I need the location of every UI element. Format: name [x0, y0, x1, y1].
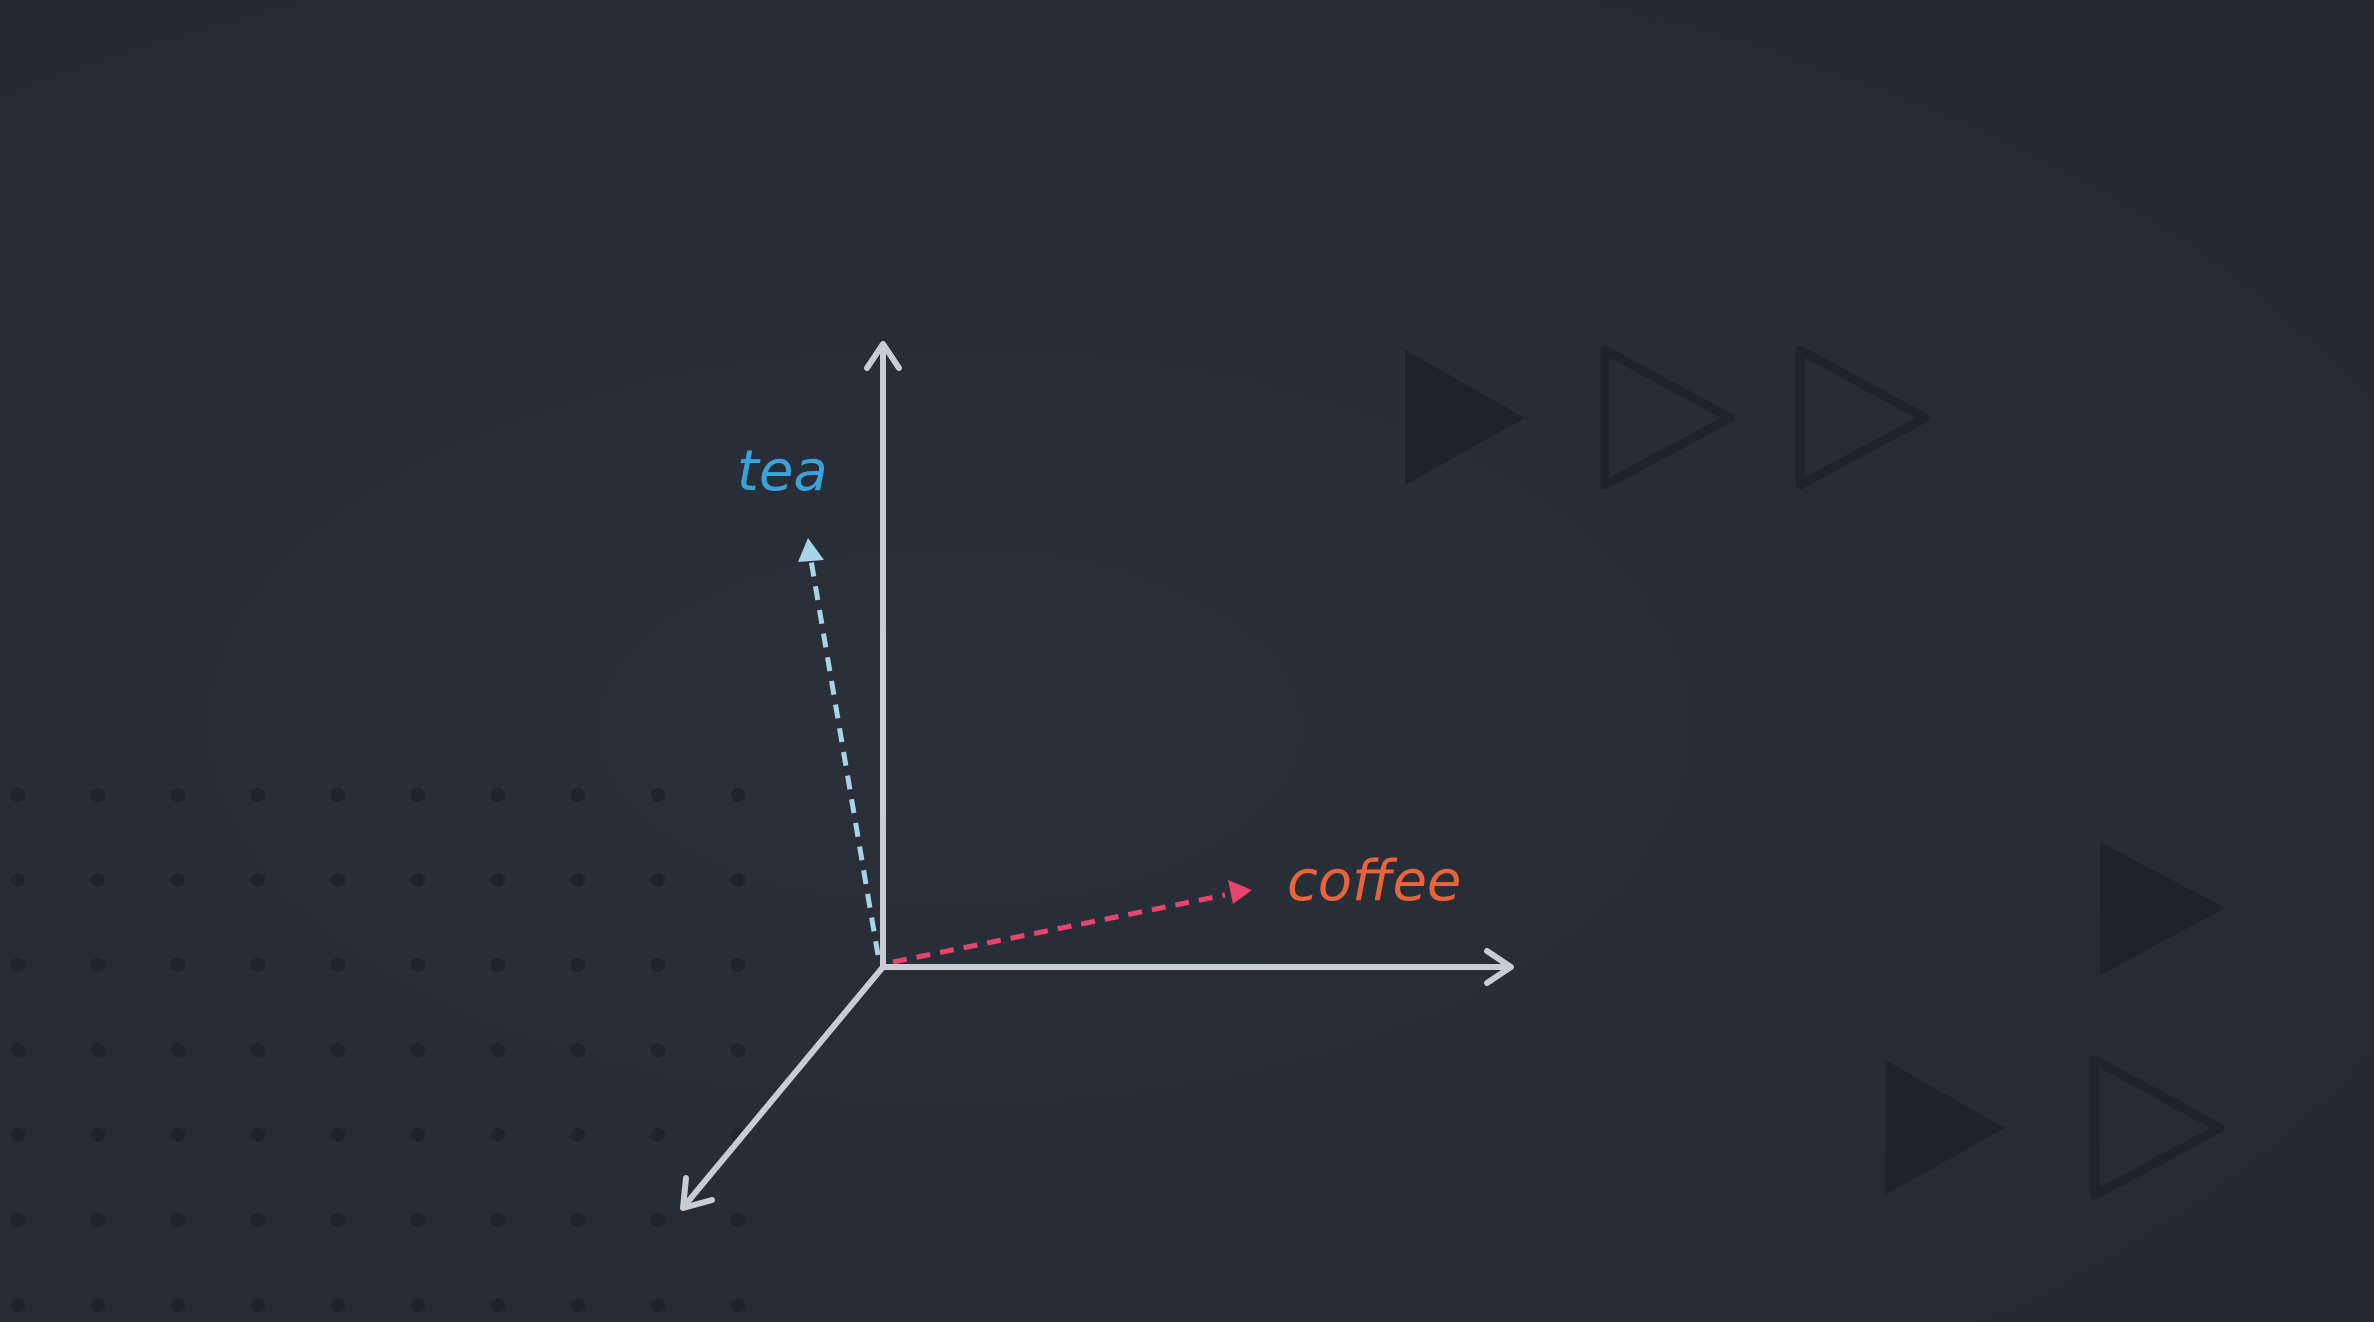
coffee-vector	[892, 880, 1252, 965]
grid-dot	[411, 1043, 425, 1057]
grid-dot	[251, 788, 265, 802]
grid-dot	[731, 1298, 745, 1312]
grid-dot	[651, 1128, 665, 1142]
grid-dot	[571, 873, 585, 887]
grid-dot	[651, 1213, 665, 1227]
axis-up	[864, 341, 902, 970]
grid-dot	[331, 1043, 345, 1057]
grid-dot	[171, 1128, 185, 1142]
grid-dot	[491, 1298, 505, 1312]
grid-dot	[91, 1043, 105, 1057]
grid-dot	[731, 1213, 745, 1227]
grid-dot	[11, 1213, 25, 1227]
play-outline-icon	[1600, 345, 1735, 490]
grid-dot	[171, 873, 185, 887]
grid-dot	[91, 1128, 105, 1142]
grid-dot	[331, 1213, 345, 1227]
grid-dot	[411, 1298, 425, 1312]
grid-dot	[491, 788, 505, 802]
grid-dot	[731, 788, 745, 802]
grid-dot	[331, 1298, 345, 1312]
grid-dot	[651, 873, 665, 887]
grid-dot	[491, 1213, 505, 1227]
tea-label: tea	[737, 439, 828, 504]
grid-dot	[491, 1043, 505, 1057]
grid-dot	[11, 958, 25, 972]
grid-dot	[731, 958, 745, 972]
grid-dot	[651, 958, 665, 972]
grid-dot	[251, 1128, 265, 1142]
grid-dot	[331, 873, 345, 887]
tea-vector	[798, 538, 881, 956]
grid-dot	[411, 1128, 425, 1142]
grid-dot	[651, 1043, 665, 1057]
grid-dot	[11, 1043, 25, 1057]
grid-dot	[731, 873, 745, 887]
grid-dot	[251, 1298, 265, 1312]
grid-dot	[491, 873, 505, 887]
grid-dot	[11, 873, 25, 887]
grid-dot	[491, 958, 505, 972]
grid-dot	[411, 1213, 425, 1227]
grid-dot	[331, 788, 345, 802]
grid-dot	[171, 1298, 185, 1312]
grid-dot	[571, 1213, 585, 1227]
grid-dot	[571, 1298, 585, 1312]
grid-dot	[91, 958, 105, 972]
grid-dot	[651, 788, 665, 802]
grid-dot	[651, 1298, 665, 1312]
grid-dot	[91, 788, 105, 802]
grid-dot	[331, 1128, 345, 1142]
play-outline-icon	[2090, 1055, 2225, 1200]
play-outline-icon	[1795, 345, 1930, 490]
play-filled-icon	[2100, 842, 2225, 975]
axis-right	[880, 948, 1514, 986]
grid-dot	[411, 873, 425, 887]
grid-dot	[91, 873, 105, 887]
grid-dot	[171, 1043, 185, 1057]
grid-dot	[331, 958, 345, 972]
grid-dot	[11, 788, 25, 802]
grid-dot	[571, 788, 585, 802]
grid-dot	[251, 873, 265, 887]
grid-dot	[251, 958, 265, 972]
grid-dot	[411, 788, 425, 802]
grid-dot	[571, 958, 585, 972]
coffee-label: coffee	[1287, 849, 1461, 914]
grid-dot	[411, 958, 425, 972]
grid-dot	[491, 1128, 505, 1142]
grid-dot	[91, 1213, 105, 1227]
grid-dot	[251, 1213, 265, 1227]
grid-dot	[731, 1043, 745, 1057]
grid-dot	[91, 1298, 105, 1312]
play-filled-icon	[1405, 350, 1525, 485]
grid-dot	[171, 958, 185, 972]
grid-dot	[251, 1043, 265, 1057]
play-filled-icon	[1885, 1060, 2005, 1195]
grid-dot	[171, 788, 185, 802]
grid-dot	[171, 1213, 185, 1227]
grid-dot	[571, 1128, 585, 1142]
axis-depth	[680, 964, 886, 1211]
grid-dot	[571, 1043, 585, 1057]
grid-dot	[11, 1298, 25, 1312]
grid-dot	[11, 1128, 25, 1142]
dot-grid-decoration	[11, 788, 745, 1312]
